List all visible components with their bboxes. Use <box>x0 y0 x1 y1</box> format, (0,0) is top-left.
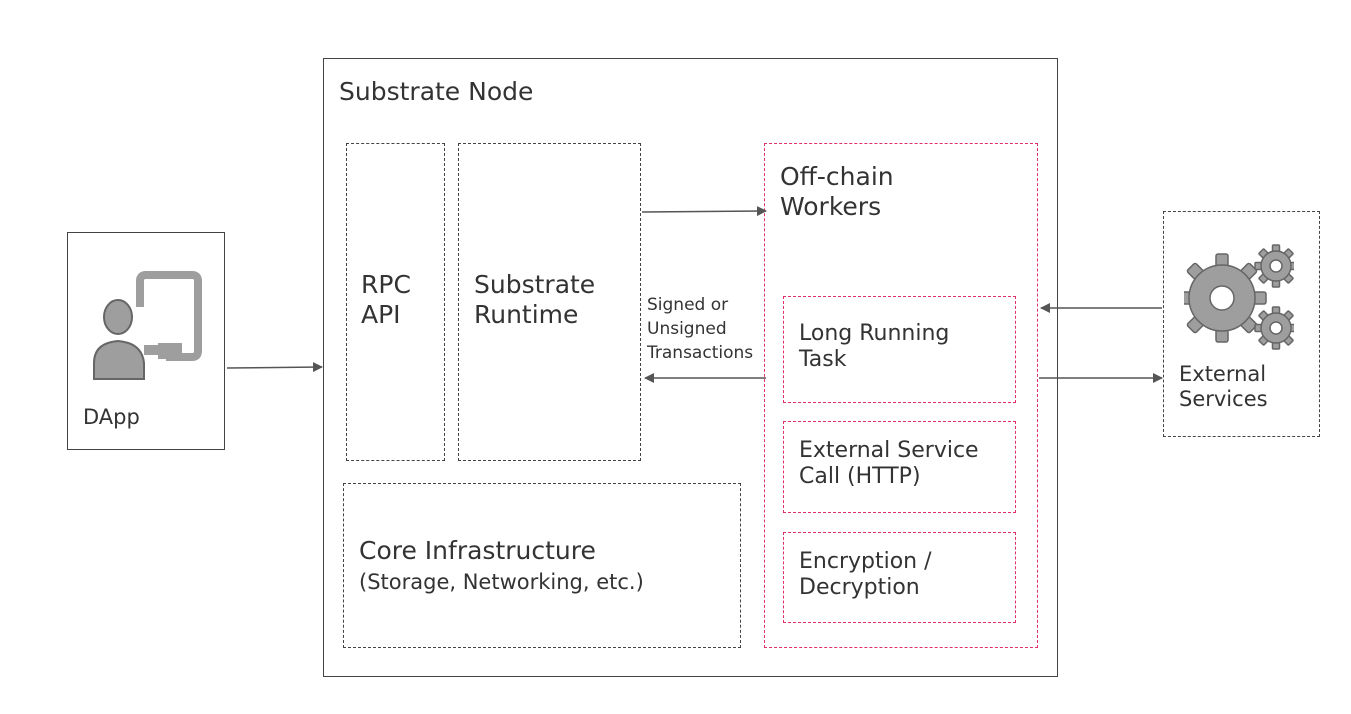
rpc-api-box <box>346 143 445 461</box>
dapp-box: DApp <box>67 232 225 450</box>
substrate-node-box <box>323 58 1058 677</box>
external-service-call-box <box>783 421 1016 513</box>
core-infrastructure-box <box>343 483 741 648</box>
long-running-task-label: Long Running Task <box>799 321 950 373</box>
dapp-label: DApp <box>83 405 140 429</box>
substrate-runtime-label: Substrate Runtime <box>474 270 596 329</box>
external-services-box: External Services <box>1163 211 1320 437</box>
arrow-dapp-to-node <box>226 362 323 373</box>
substrate-runtime-box <box>458 143 641 461</box>
user-screen-icon <box>93 271 202 380</box>
encryption-decryption-box <box>783 532 1016 623</box>
long-running-task-box <box>783 296 1016 403</box>
external-services-label: External Services <box>1179 362 1268 412</box>
core-infrastructure-subtitle: (Storage, Networking, etc.) <box>359 570 644 594</box>
offchain-workers-box <box>764 143 1038 648</box>
encryption-decryption-label: Encryption / Decryption <box>799 549 932 601</box>
offchain-workers-title: Off-chain Workers <box>780 162 894 221</box>
arrow-runtime-to-ocw <box>641 206 767 217</box>
transactions-label: Signed or Unsigned Transactions <box>647 295 754 363</box>
external-service-call-label: External Service Call (HTTP) <box>799 438 979 490</box>
rpc-api-label: RPC API <box>361 270 411 329</box>
core-infrastructure-title: Core Infrastructure <box>359 536 596 565</box>
gears-icon <box>1184 244 1294 350</box>
substrate-node-title: Substrate Node <box>339 77 534 106</box>
